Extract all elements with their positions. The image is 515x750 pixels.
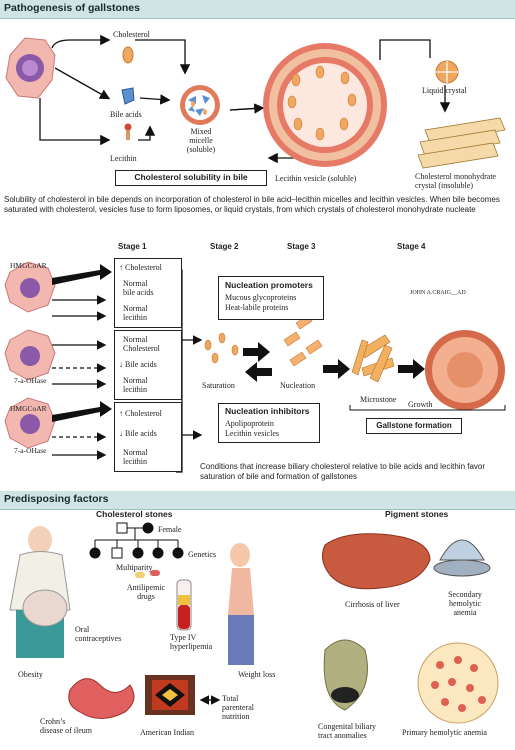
liquid-crystal-label: Liquid crystal bbox=[422, 86, 467, 95]
crohns-label: Crohn’s disease of ileum bbox=[40, 717, 92, 736]
nucleation-crystals bbox=[283, 314, 323, 367]
test-tube-icon bbox=[176, 579, 192, 631]
gallbladder-icon bbox=[323, 639, 368, 711]
oral-contra-label: Oral contraceptives bbox=[75, 625, 122, 644]
solubility-box-label: Cholesterol solubility in bile bbox=[134, 172, 248, 182]
microstone-label: Microstone bbox=[360, 395, 397, 404]
inhibitors-box: Nucleation inhibitors Apolipoprotein Lec… bbox=[218, 403, 320, 443]
saturation-label: Saturation bbox=[202, 381, 235, 390]
cholesterol-stones-title: Cholesterol stones bbox=[96, 509, 173, 519]
female-label: Female bbox=[158, 525, 182, 534]
solubility-box: Cholesterol solubility in bile bbox=[115, 170, 267, 186]
heart-valve-icon bbox=[433, 539, 491, 577]
monohydrate-crystal-label: Cholesterol monohydrate crystal (insolub… bbox=[415, 172, 497, 191]
lecithin-vesicle-label: Lecithin vesicle (soluble) bbox=[275, 174, 357, 183]
liver-cell-top bbox=[5, 37, 56, 99]
lecithin-label: Lecithin bbox=[110, 154, 137, 163]
antilipemic-icon bbox=[135, 570, 160, 578]
growth-label: Growth bbox=[408, 400, 433, 409]
nucleation-label: Nucleation bbox=[280, 381, 316, 390]
ileum-icon bbox=[68, 678, 135, 719]
enzyme-7a-2: 7-a-OHase bbox=[14, 446, 47, 455]
multiparity-label: Multiparity bbox=[116, 563, 153, 572]
enzyme-7a-1: 7-a-OHase bbox=[14, 376, 47, 385]
enzyme-hmg-2: HMGCoAR bbox=[10, 404, 47, 413]
predisposing-title: Predisposing factors bbox=[4, 493, 109, 505]
rug-icon bbox=[145, 675, 195, 715]
stage-3-header: Stage 3 bbox=[287, 242, 316, 251]
blood-smear-icon bbox=[417, 642, 499, 724]
stage-2-header: Stage 2 bbox=[210, 242, 239, 251]
saturation-crystals bbox=[204, 332, 239, 364]
bile-acid-icon bbox=[121, 87, 135, 105]
pedigree-chart bbox=[89, 522, 184, 559]
tpn-label: Total parenteral nutrition bbox=[222, 694, 254, 722]
stage1-box-1: ↑ Cholesterol Normal bile acids Normal l… bbox=[114, 258, 182, 328]
mixed-micelle-label: Mixed micelle (soluble) bbox=[186, 127, 216, 155]
lecithin-vesicle-icon bbox=[263, 43, 387, 167]
congenital-label: Congenital biliary tract anomalies bbox=[318, 722, 376, 741]
contraceptive-icon bbox=[22, 589, 68, 627]
predisposing-header: Predisposing factors bbox=[0, 491, 515, 510]
weight-loss-figure bbox=[228, 543, 254, 665]
liver-icon bbox=[321, 533, 431, 590]
box2-line3: ↓ Bile acids bbox=[119, 360, 157, 369]
weight-loss-label: Weight loss bbox=[238, 670, 276, 679]
artist-signature: JOHN A.CRAIG__AD bbox=[410, 290, 466, 296]
pathogenesis-header: Pathogenesis of gallstones bbox=[0, 0, 515, 19]
stage-1-header: Stage 1 bbox=[118, 242, 147, 251]
cholesterol-label: Cholesterol bbox=[113, 30, 150, 39]
pathogenesis-description: Solubility of cholesterol in bile depend… bbox=[4, 195, 500, 215]
american-indian-label: American Indian bbox=[140, 728, 194, 737]
type4-label: Type IV hyperlipemia bbox=[170, 633, 213, 652]
secondary-hemolytic-label: Secondary hemolytic anemia bbox=[448, 590, 482, 618]
antilipemic-label: Antilipemic drugs bbox=[126, 583, 166, 602]
stage1-box-3: ↑ Cholesterol ↓ Bile acids Normal lecith… bbox=[114, 402, 182, 472]
promoters-box: Nucleation promoters Mucous glycoprotein… bbox=[218, 276, 324, 320]
pathogenesis-title: Pathogenesis of gallstones bbox=[4, 2, 140, 14]
box3-line1: ↑ Cholesterol bbox=[119, 409, 162, 418]
gallstone-icon bbox=[425, 330, 505, 410]
box1-line1: ↑ Cholesterol bbox=[119, 263, 162, 272]
gallstone-formation-box: Gallstone formation bbox=[366, 418, 462, 434]
primary-hemolytic-label: Primary hemolytic anemia bbox=[402, 728, 487, 737]
stage-4-header: Stage 4 bbox=[397, 242, 426, 251]
stages-caption: Conditions that increase biliary cholest… bbox=[200, 462, 486, 482]
stage-liver-cells bbox=[4, 261, 56, 449]
enzyme-hmg-1: HMGCoAR bbox=[10, 261, 47, 270]
cirrhosis-label: Cirrhosis of liver bbox=[345, 600, 400, 609]
microstone-icon bbox=[351, 334, 395, 383]
monohydrate-crystal-icon bbox=[417, 117, 506, 169]
obesity-label: Obesity bbox=[18, 670, 43, 679]
cholesterol-icon bbox=[122, 46, 134, 64]
mixed-micelle-icon bbox=[180, 85, 220, 125]
stage1-box-2: Normal Cholesterol ↓ Bile acids Normal l… bbox=[114, 330, 182, 400]
liquid-crystal-icon bbox=[435, 60, 459, 84]
pigment-stones-title: Pigment stones bbox=[385, 509, 449, 519]
bile-acids-label: Bile acids bbox=[110, 110, 142, 119]
lecithin-icon bbox=[124, 123, 132, 140]
box3-line2: ↓ Bile acids bbox=[119, 429, 157, 438]
genetics-label: Genetics bbox=[188, 550, 216, 559]
